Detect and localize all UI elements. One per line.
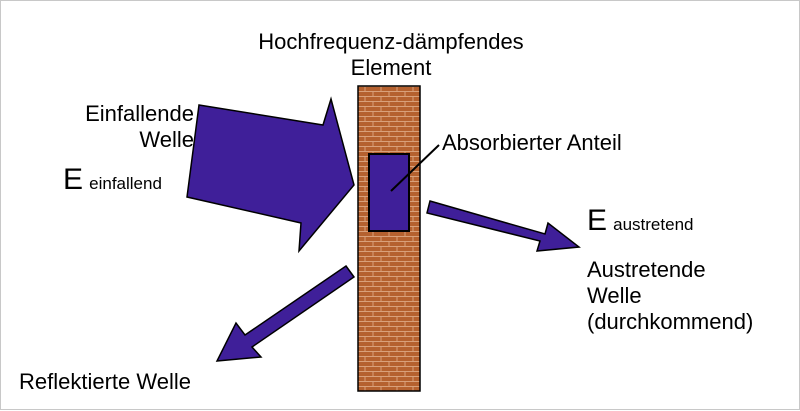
incident-wave-line2: Welle [139, 127, 194, 152]
incident-wave-arrow [186, 96, 355, 254]
damping-wall [357, 85, 421, 392]
exiting-wave-label: Austretende Welle (durchkommend) [587, 257, 753, 335]
absorbed-pointer-line [390, 144, 440, 192]
incident-wave-line1: Einfallende [85, 101, 194, 126]
exiting-wave-arrow [426, 200, 581, 252]
incident-subscript: einfallend [89, 174, 162, 193]
exiting-wave-line3: (durchkommend) [587, 309, 754, 334]
exiting-wave-line2: Welle [587, 283, 642, 308]
element-title-line2: Element [350, 55, 432, 80]
incident-wave-label: Einfallende Welle [59, 101, 194, 153]
reflected-wave-label: Reflektierte Welle [19, 369, 191, 394]
element-title-line1: Hochfrequenz-dämpfendes [258, 29, 524, 54]
incident-field-symbol: E einfallend [63, 163, 162, 197]
exiting-symbol: E [587, 204, 608, 237]
absorbed-portion-box [368, 153, 410, 232]
exiting-wave-line1: Austretende [587, 257, 706, 282]
reflected-wave-arrow [215, 264, 356, 362]
exiting-field-symbol: E austretend [587, 204, 693, 238]
exiting-subscript: austretend [613, 215, 694, 234]
absorbed-label: Absorbierter Anteil [442, 130, 622, 155]
incident-symbol: E [63, 163, 84, 196]
element-title: Hochfrequenz-dämpfendes Element [226, 29, 556, 81]
